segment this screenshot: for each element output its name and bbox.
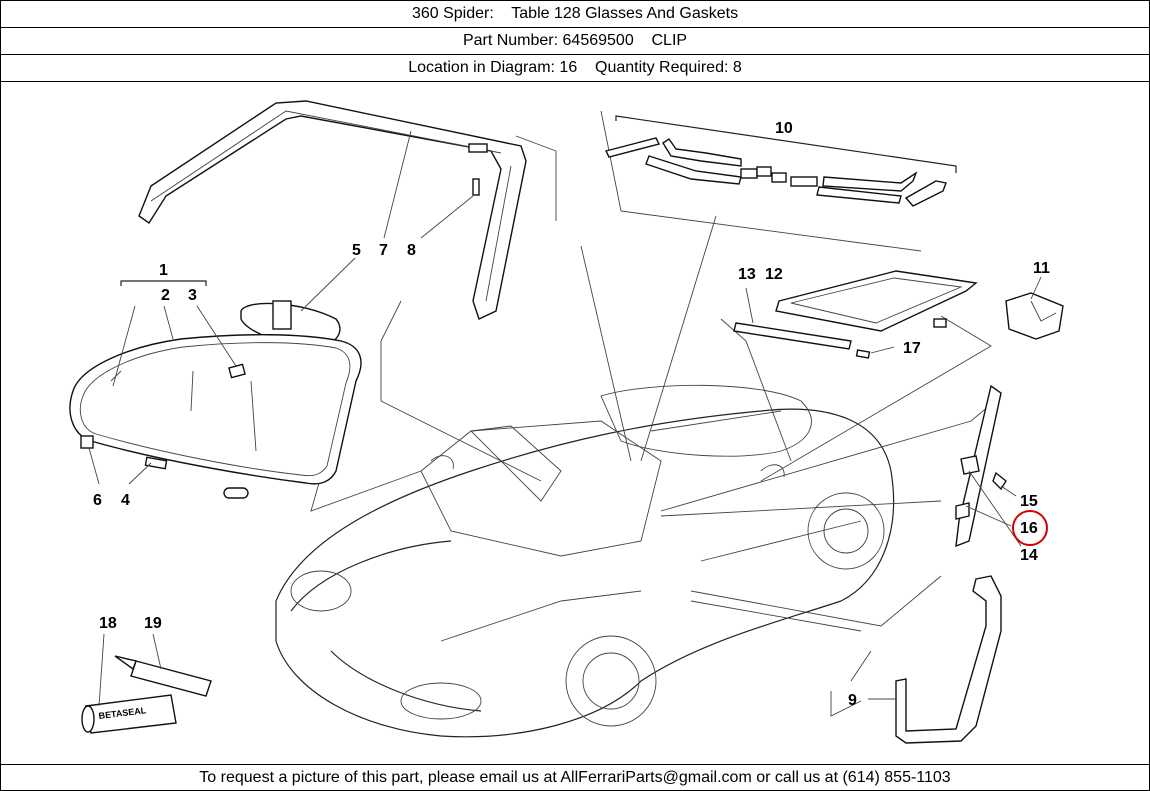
callout-13: 13 [738, 266, 756, 283]
callout-18: 18 [99, 615, 117, 632]
part-12-rear-window [733, 270, 978, 359]
part-10-trim-set [604, 115, 957, 207]
callout-leaders [88, 130, 1042, 700]
callout-5: 5 [352, 242, 361, 259]
car-illustration [275, 384, 895, 738]
callout-8: 8 [407, 242, 416, 259]
callout-14: 14 [1020, 547, 1038, 564]
callout-6: 6 [93, 492, 102, 509]
callout-17: 17 [903, 340, 921, 357]
callout-1: 1 [159, 262, 168, 279]
callout-10: 10 [775, 120, 793, 137]
part-11-bracket [1005, 292, 1064, 340]
callout-labels: 1 2 3 4 5 6 7 8 9 10 11 12 13 14 15 16 1… [93, 120, 1050, 709]
callout-7: 7 [379, 242, 388, 259]
exploded-parts-diagram: BETASEAL 1 2 3 4 5 6 [69, 100, 1064, 744]
highlight-circle [1012, 510, 1048, 546]
part-9-seal [895, 575, 1002, 744]
part-18-19-adhesive-kit: BETASEAL [81, 633, 212, 734]
callout-11: 11 [1033, 260, 1050, 277]
callout-2: 2 [161, 287, 170, 304]
callout-3: 3 [188, 287, 197, 304]
part-number: Part Number: 64569500 CLIP [1, 28, 1149, 55]
callout-16: 16 [1020, 520, 1038, 537]
leader-lines [310, 110, 1002, 717]
part-7-windshield-frame [138, 100, 527, 320]
callout-15: 15 [1020, 493, 1038, 510]
part-14-side-trim [955, 384, 1022, 548]
callout-4: 4 [121, 492, 130, 509]
callout-19: 19 [144, 615, 162, 632]
contact-footer: To request a picture of this part, pleas… [1, 764, 1149, 791]
callout-12: 12 [765, 266, 783, 283]
location-quantity: Location in Diagram: 16 Quantity Require… [1, 55, 1149, 82]
callout-9: 9 [848, 692, 857, 709]
diagram-title: 360 Spider: Table 128 Glasses And Gasket… [1, 1, 1149, 28]
part-1-windshield-glass [69, 280, 362, 499]
